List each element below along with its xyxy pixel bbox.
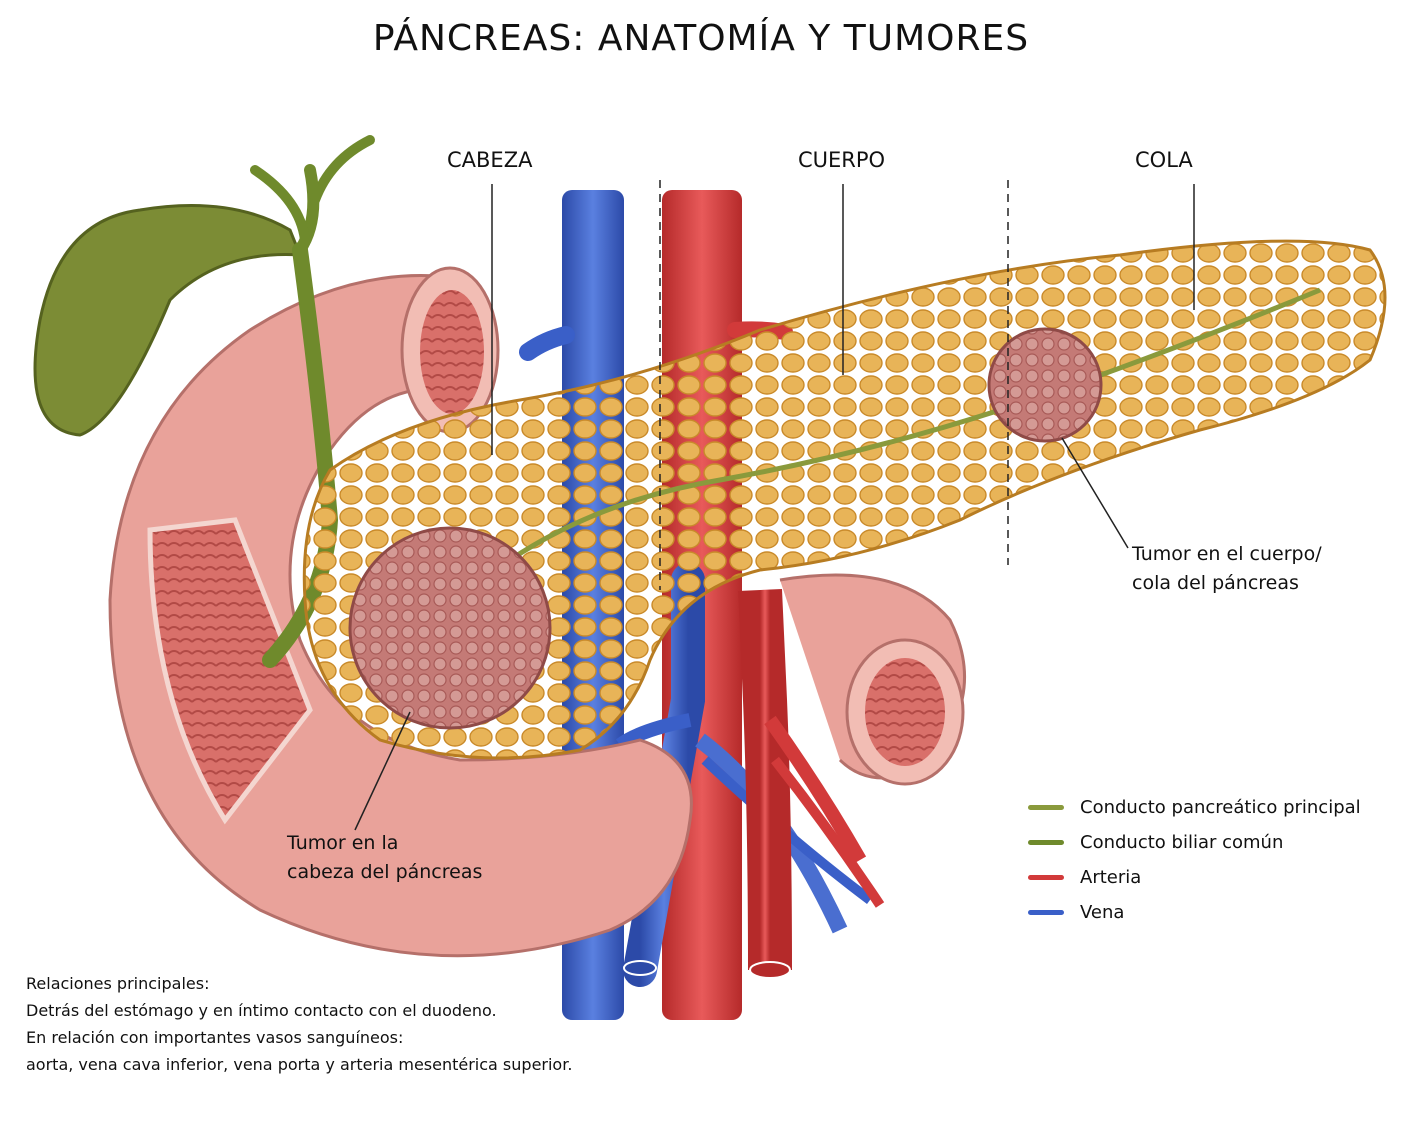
duodenum: [108, 266, 693, 958]
legend-item-pancreatic-duct: Conducto pancreático principal: [1028, 790, 1361, 825]
jejunum: [779, 573, 967, 786]
tumor-head: [348, 526, 552, 730]
legend-label: Conducto biliar común: [1080, 832, 1284, 853]
notes-line: En relación con importantes vasos sanguí…: [26, 1028, 404, 1047]
region-label-body: CUERPO: [798, 148, 886, 172]
annotation-body-tail-tumor: Tumor en el cuerpo/ cola del páncreas: [1132, 540, 1322, 598]
notes-heading: Relaciones principales:: [26, 974, 210, 993]
legend-label: Conducto pancreático principal: [1080, 797, 1361, 818]
legend-item-vein: Vena: [1028, 895, 1361, 930]
region-label-tail: COLA: [1135, 148, 1193, 172]
legend-label: Arteria: [1080, 867, 1142, 888]
legend-swatch: [1028, 840, 1064, 845]
legend-item-bile-duct: Conducto biliar común: [1028, 825, 1361, 860]
notes-line: Detrás del estómago y en íntimo contacto…: [26, 1001, 497, 1020]
annotation-line: Tumor en la: [287, 832, 399, 854]
legend: Conducto pancreático principal Conducto …: [1028, 790, 1361, 930]
annotation-line: Tumor en el cuerpo/: [1132, 543, 1322, 565]
legend-swatch: [1028, 875, 1064, 880]
notes-line: aorta, vena cava inferior, vena porta y …: [26, 1055, 573, 1074]
tumor-body: [987, 327, 1103, 443]
legend-swatch: [1028, 910, 1064, 915]
leader-head-tumor: [354, 711, 411, 831]
legend-label: Vena: [1080, 902, 1125, 923]
gallbladder: [33, 204, 303, 437]
legend-swatch: [1028, 805, 1064, 810]
leader-body-tumor: [1061, 437, 1129, 549]
region-label-head: CABEZA: [447, 148, 533, 172]
annotation-head-tumor: Tumor en la cabeza del páncreas: [287, 829, 482, 887]
page-title: PÁNCREAS: ANATOMÍA Y TUMORES: [372, 18, 1030, 59]
annotation-line: cabeza del páncreas: [287, 861, 483, 883]
relations-notes: Relaciones principales: Detrás del estóm…: [26, 970, 572, 1078]
pancreas: [302, 239, 1387, 760]
legend-item-artery: Arteria: [1028, 860, 1361, 895]
annotation-line: cola del páncreas: [1132, 572, 1299, 594]
